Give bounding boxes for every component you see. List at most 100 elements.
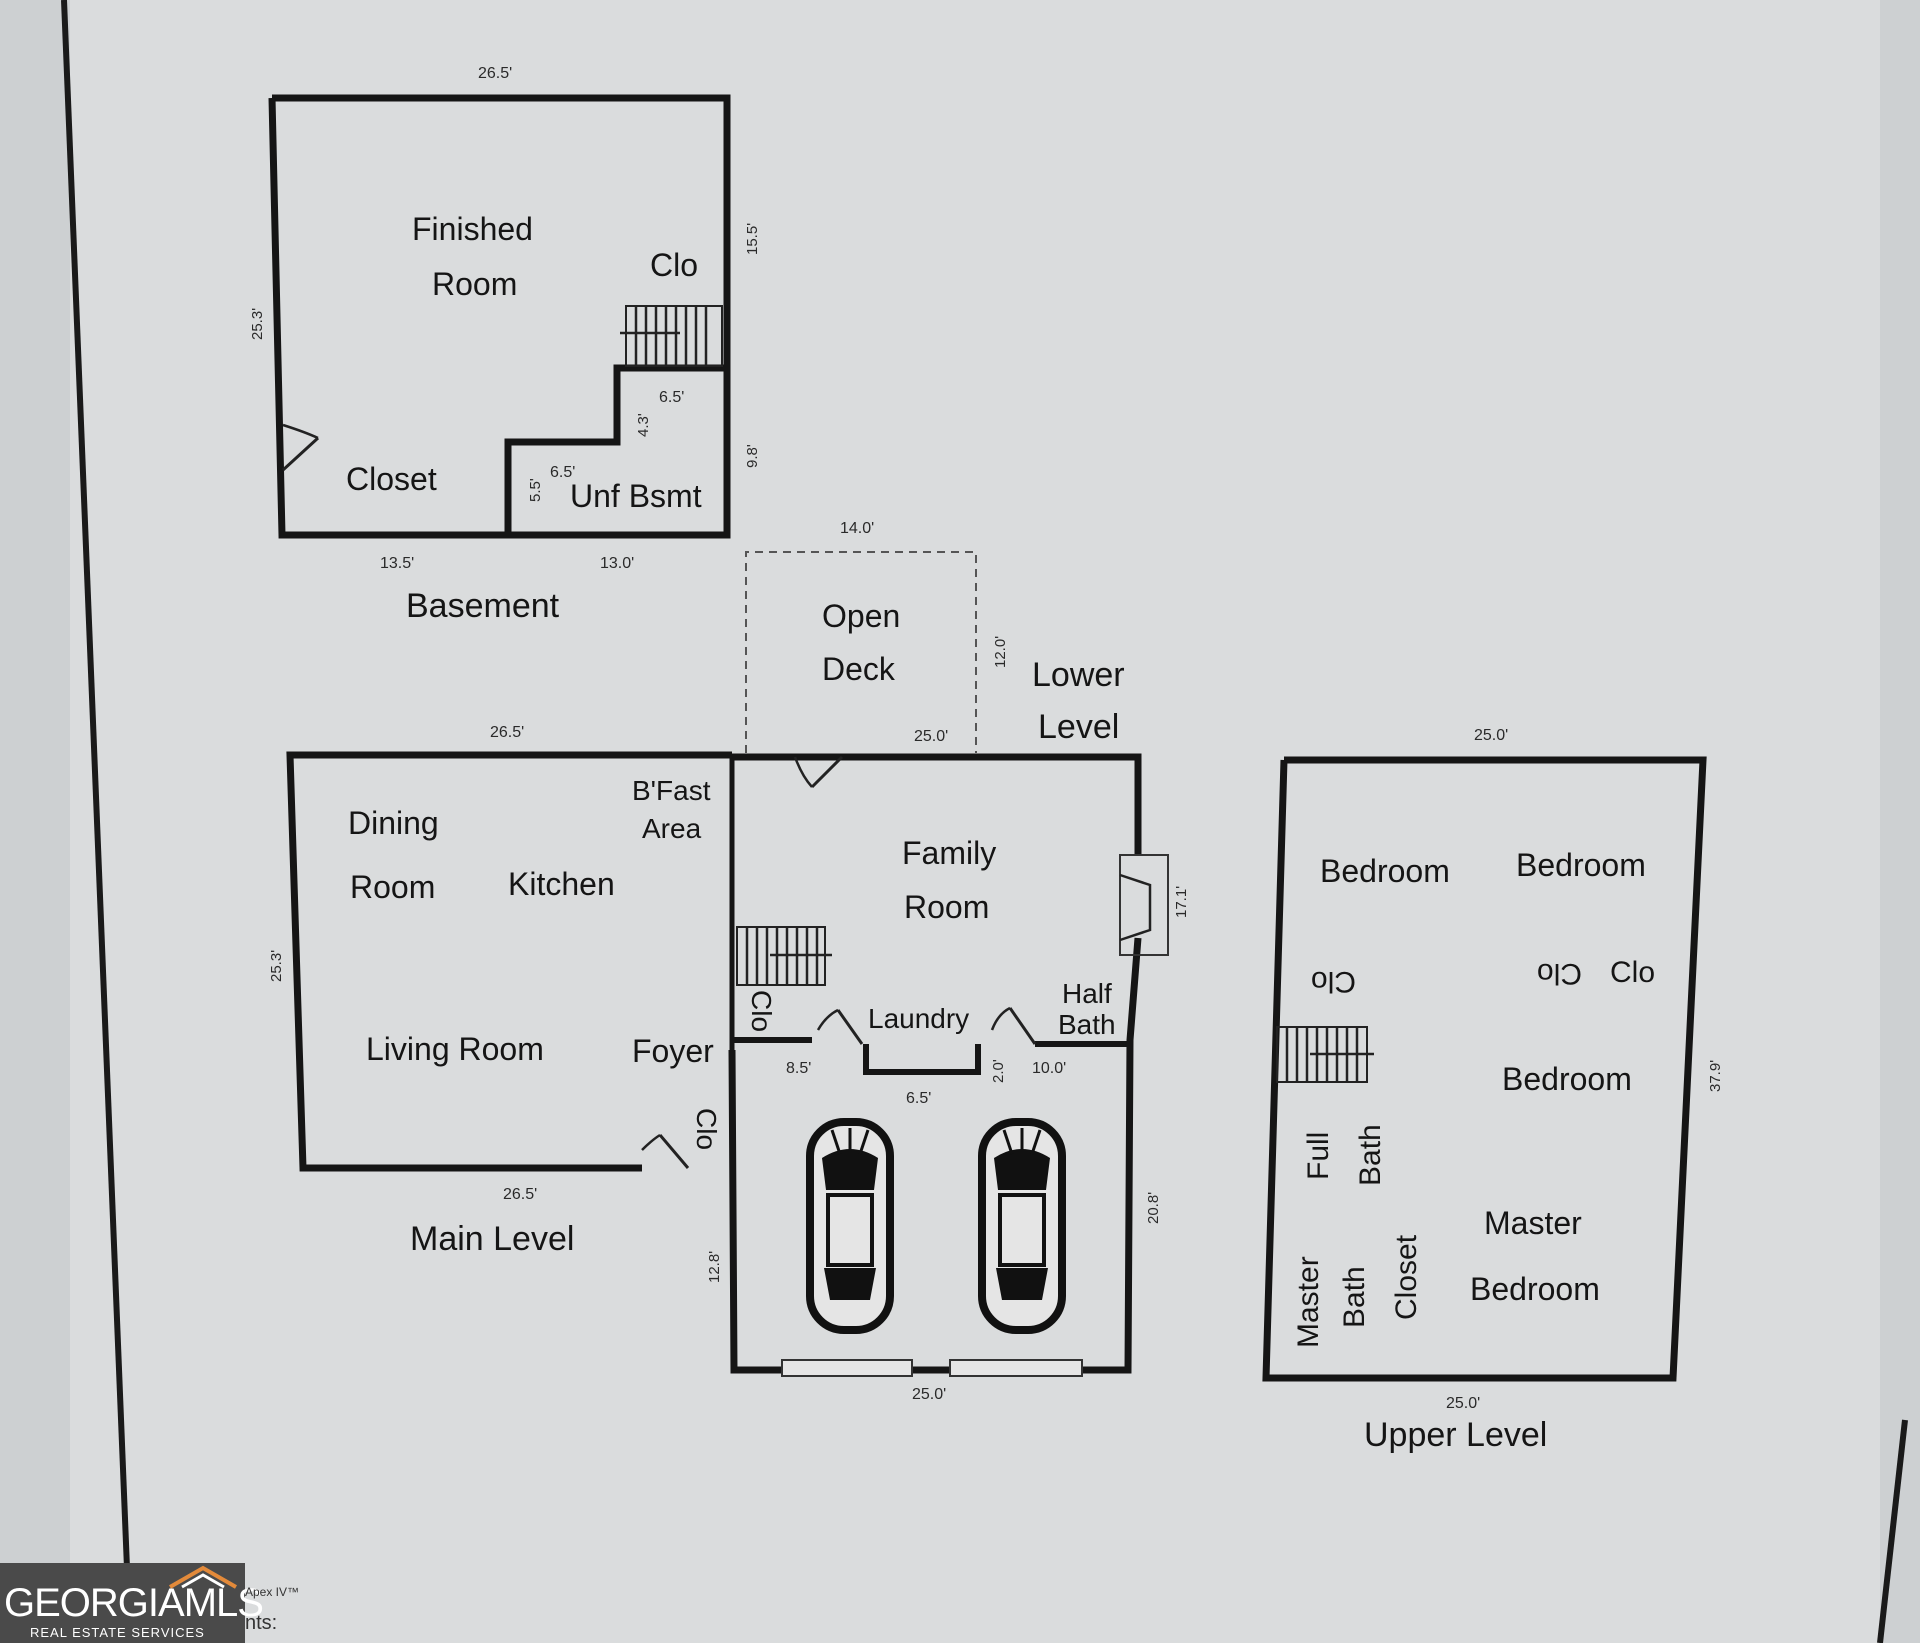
upper-master-bath-label-1: Master	[1292, 1256, 1325, 1348]
lower-dim-top: 25.0'	[914, 728, 948, 745]
lower-dim-notch: 2.0'	[990, 1059, 1007, 1083]
lower-dim-right-seg: 10.0'	[1032, 1060, 1066, 1077]
basement-dim-step-h: 6.5'	[659, 389, 684, 406]
basement-closet-label: Closet	[346, 461, 437, 497]
lower-family-room-label: Room	[904, 889, 989, 925]
upper-full-bath-label: Bath	[1354, 1124, 1387, 1186]
main-level-plan: Dining Room Kitchen B'Fast Area Living R…	[268, 724, 735, 1258]
lower-laundry-label: Laundry	[868, 1003, 969, 1034]
basement-title: Basement	[406, 587, 560, 625]
basement-dim-bottom-right: 13.0'	[600, 555, 634, 572]
basement-dim-right-upper: 15.5'	[744, 223, 761, 255]
main-living-room-label: Living Room	[366, 1031, 544, 1067]
house-roof-icon	[169, 1565, 237, 1589]
main-level-title: Main Level	[410, 1220, 574, 1258]
basement-stairs	[620, 305, 723, 367]
basement-room-label: Room	[432, 266, 517, 302]
fireplace-icon	[1119, 854, 1169, 956]
main-level-front-door	[641, 1133, 690, 1169]
basement-dim-right-lower: 9.8'	[744, 444, 761, 468]
deck-door	[793, 755, 844, 789]
car-icon-right	[978, 1118, 1066, 1334]
basement-plan: Finished Room Clo Closet Unf Bsmt 26.5' …	[249, 65, 761, 625]
software-credit: Apex IV™	[245, 1585, 300, 1599]
deck-outline	[745, 551, 977, 753]
basement-clo-label: Clo	[650, 247, 698, 283]
basement-dim-step-v: 4.3'	[635, 413, 652, 437]
document-page	[70, 0, 1880, 1643]
basement-dim-left: 25.3'	[249, 308, 266, 340]
georgia-mls-logo: GEORGIAMLS REAL ESTATE SERVICES	[0, 1563, 264, 1643]
upper-master-label: Master	[1484, 1205, 1582, 1241]
basement-unf-bsmt-label: Unf Bsmt	[570, 478, 702, 514]
deck-deck-label: Deck	[822, 651, 896, 687]
basement-dim-unf-v: 5.5'	[527, 478, 544, 502]
lower-clo-label: Clo	[746, 990, 777, 1032]
upper-closet-label: Closet	[1390, 1234, 1423, 1320]
lower-level-title-line1: Lower	[1032, 656, 1125, 694]
logo-brand-text: GEORGIAMLS	[4, 1581, 264, 1625]
upper-level-wall	[1262, 756, 1707, 1382]
upper-level-plan: Bedroom Bedroom Clo Clo Clo Bedroom Full…	[1262, 727, 1724, 1454]
car-icon-left	[806, 1118, 894, 1334]
basement-wall-left	[268, 97, 508, 539]
main-clo-label: Clo	[691, 1108, 722, 1150]
basement-finished-label: Finished	[412, 211, 533, 247]
lower-family-label: Family	[902, 835, 996, 871]
main-area-label: Area	[642, 813, 702, 844]
lower-dim-bottom: 25.0'	[912, 1386, 946, 1403]
upper-dim-right: 37.9'	[1707, 1060, 1724, 1092]
lower-level-title-line2: Level	[1038, 708, 1119, 746]
lower-half-bath-label: Bath	[1058, 1009, 1116, 1040]
comments-label: nts:	[245, 1612, 278, 1634]
deck-dim-width: 14.0'	[840, 520, 874, 537]
logo-tagline: REAL ESTATE SERVICES	[30, 1625, 205, 1640]
upper-full-label: Full	[1302, 1132, 1335, 1180]
basement-dim-top: 26.5'	[478, 65, 512, 82]
upper-master-bath-label-2: Bath	[1338, 1266, 1371, 1328]
basement-dim-bottom-left: 13.5'	[380, 555, 414, 572]
upper-level-title: Upper Level	[1364, 1416, 1547, 1454]
upper-clo-left-label: Clo	[1311, 965, 1356, 998]
upper-dim-bottom: 25.0'	[1446, 1395, 1480, 1412]
main-dim-top: 26.5'	[490, 724, 524, 741]
lower-dim-mid-seg: 6.5'	[906, 1090, 931, 1107]
basement-door	[281, 423, 320, 472]
upper-master-bedroom-label: Bedroom	[1470, 1271, 1600, 1307]
garage-door-right	[949, 1359, 1083, 1377]
lower-level-stairs	[736, 926, 832, 986]
deck-open-label: Open	[822, 598, 900, 634]
basement-dim-unf-h: 6.5'	[550, 464, 575, 481]
lower-level-plan: Family Room Half Bath Laundry Clo 25.0' …	[706, 656, 1190, 1403]
main-kitchen-label: Kitchen	[508, 866, 615, 902]
main-bfast-label: B'Fast	[632, 775, 711, 806]
page-left-edge	[61, 0, 133, 1643]
upper-bedroom-c-label: Bedroom	[1502, 1061, 1632, 1097]
garage-door-left	[781, 1359, 913, 1377]
main-dining-label: Dining	[348, 805, 439, 841]
deck-dim-depth: 12.0'	[992, 636, 1009, 668]
lower-dim-garage-left: 12.8'	[706, 1251, 723, 1283]
main-dim-bottom: 26.5'	[503, 1186, 537, 1203]
lower-dim-garage-right: 20.8'	[1145, 1192, 1162, 1224]
main-dim-left: 25.3'	[268, 950, 285, 982]
upper-dim-top: 25.0'	[1474, 727, 1508, 744]
half-bath-door	[990, 1006, 1037, 1045]
upper-clo-mid-label: Clo	[1537, 957, 1582, 990]
basement-wall-right	[272, 94, 731, 539]
page-right-edge	[1877, 1419, 1908, 1643]
open-deck: Open Deck 14.0' 12.0'	[745, 520, 1009, 753]
upper-bedroom-b-label: Bedroom	[1516, 847, 1646, 883]
upper-clo-right-label: Clo	[1610, 956, 1655, 989]
lower-dim-right: 17.1'	[1173, 886, 1190, 918]
upper-bedroom-a-label: Bedroom	[1320, 853, 1450, 889]
lower-dim-left-seg: 8.5'	[786, 1060, 811, 1077]
main-level-wall	[286, 751, 732, 1172]
laundry-door	[816, 1008, 864, 1045]
lower-half-label: Half	[1062, 978, 1112, 1009]
main-dining-room-label: Room	[350, 869, 435, 905]
upper-level-stairs	[1276, 1026, 1374, 1083]
lower-level-wall	[728, 753, 1142, 1374]
